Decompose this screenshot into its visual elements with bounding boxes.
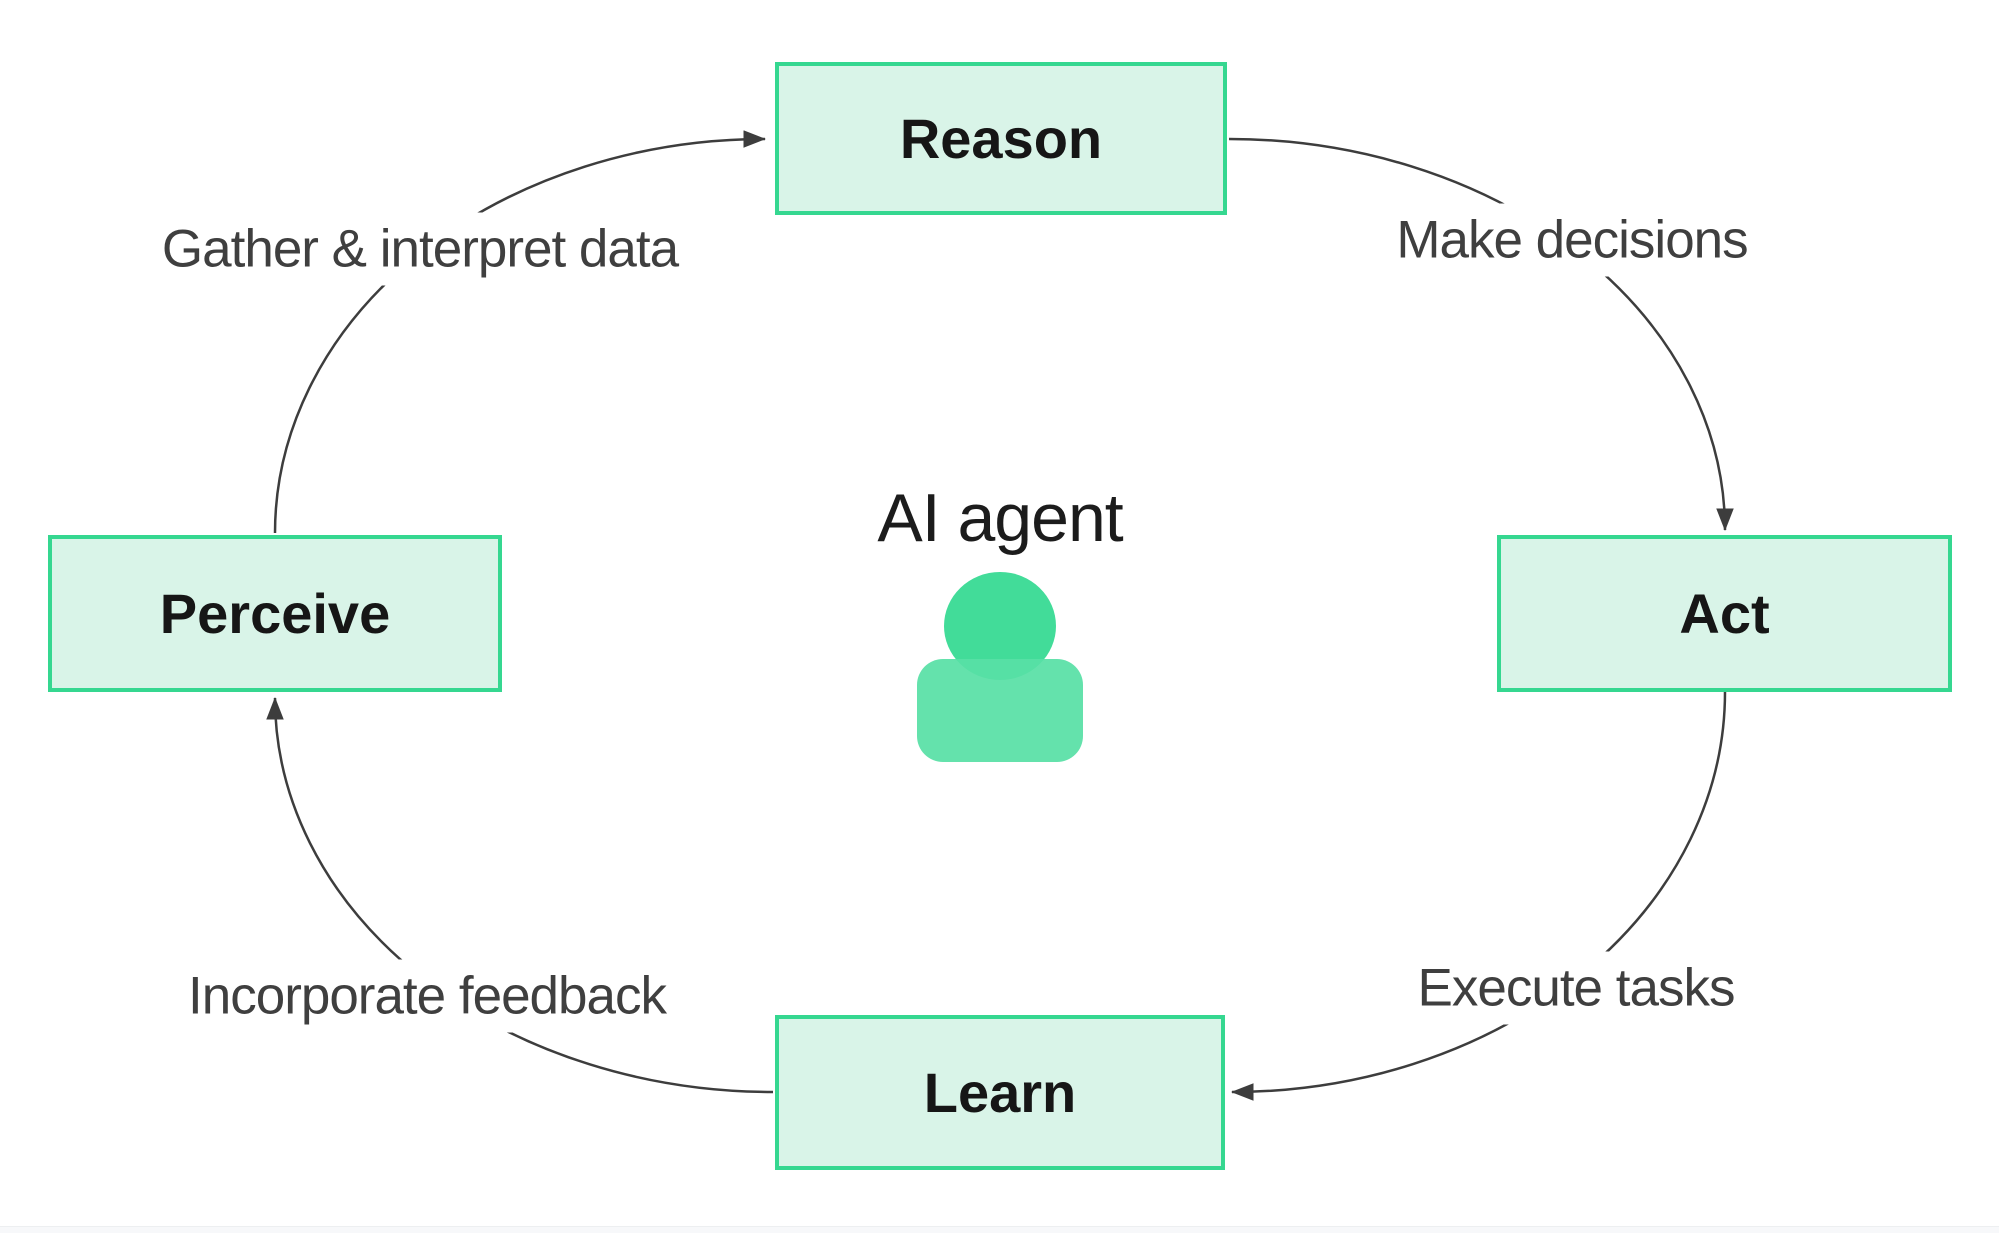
bottom-divider: [0, 1226, 1999, 1233]
edge-label-incorporate-feedback: Incorporate feedback: [172, 959, 682, 1033]
node-perceive: Perceive: [48, 535, 502, 692]
node-reason: Reason: [775, 62, 1227, 215]
edge-label-gather-interpret-data: Gather & interpret data: [145, 212, 695, 286]
node-act-label: Act: [1679, 582, 1770, 645]
arrow-learn-to-perceive: [266, 697, 774, 1094]
person-icon-body: [917, 659, 1083, 762]
node-act: Act: [1497, 535, 1952, 692]
arrow-reason-to-act: [1228, 137, 1734, 531]
arrow-act-to-learn: [1231, 691, 1727, 1101]
edge-label-execute-tasks: Execute tasks: [1401, 951, 1751, 1025]
node-reason-label: Reason: [899, 107, 1103, 170]
arrow-perceive-to-reason: [273, 130, 766, 534]
node-learn-label: Learn: [923, 1061, 1077, 1124]
person-icon: [917, 572, 1083, 762]
diagram-title: AI agent: [877, 480, 1123, 556]
node-perceive-label: Perceive: [159, 582, 391, 645]
edge-label-make-decisions: Make decisions: [1380, 203, 1764, 277]
node-learn: Learn: [775, 1015, 1225, 1170]
